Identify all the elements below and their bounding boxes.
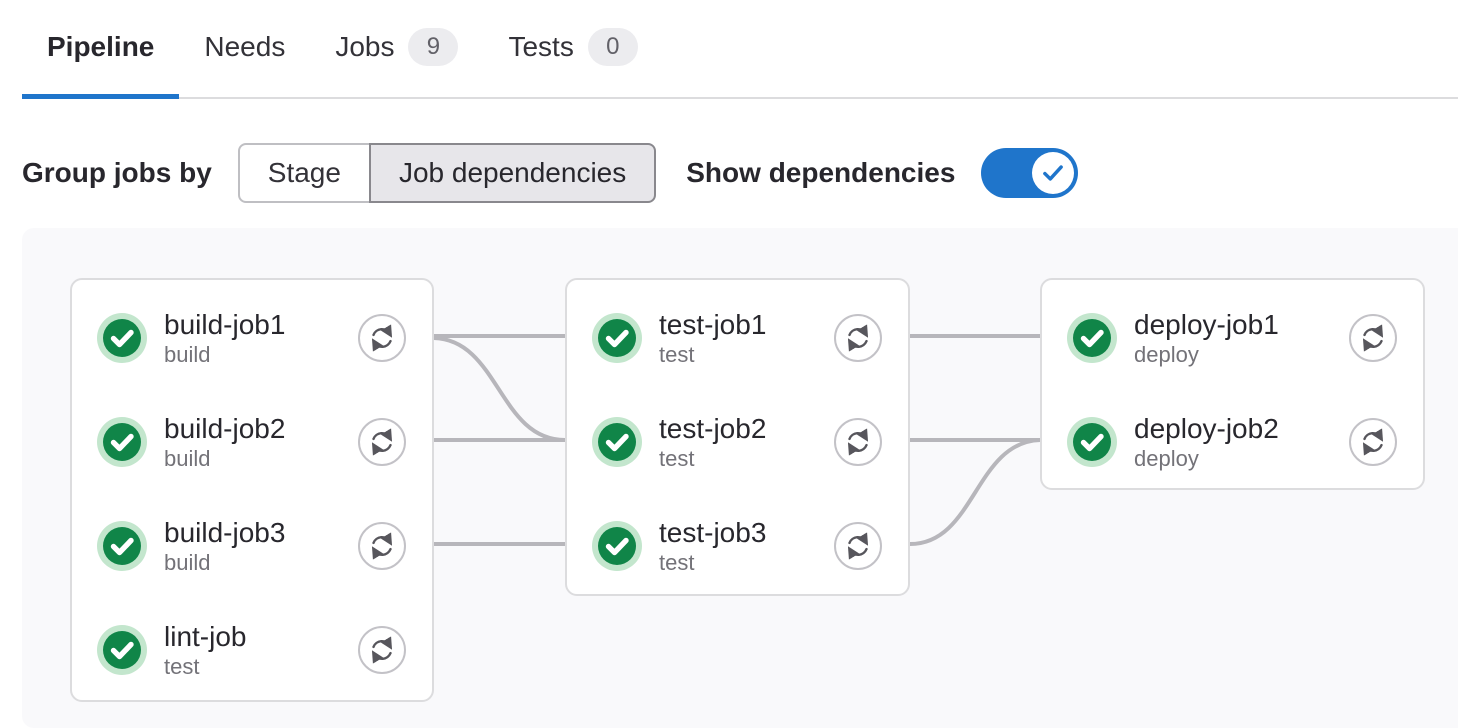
job-row: lint-job test	[72, 598, 432, 702]
job-stage: deploy	[1134, 446, 1199, 471]
job-link-test-job2[interactable]: test-job2 test	[592, 412, 834, 472]
job-row: build-job3 build	[72, 494, 432, 598]
job-name: test-job2	[659, 413, 767, 444]
job-stage: test	[659, 446, 695, 471]
tab-tests[interactable]: Tests 0	[483, 0, 662, 99]
job-stage: test	[164, 654, 200, 679]
job-stage: build	[164, 446, 211, 471]
group-by-job-dependencies-button[interactable]: Job dependencies	[368, 143, 657, 203]
job-link-build-job3[interactable]: build-job3 build	[97, 516, 358, 576]
graph-controls: Group jobs by Stage Job dependencies Sho…	[22, 143, 1079, 203]
job-stage: test	[659, 342, 695, 367]
retry-job-button[interactable]	[834, 522, 882, 570]
pipeline-graph-panel: build-job1 build build-job2 build	[22, 228, 1458, 728]
job-text: build-job2 build	[164, 412, 285, 472]
retry-icon	[842, 322, 874, 354]
job-link-lint-job[interactable]: lint-job test	[97, 620, 358, 680]
status-success-icon	[97, 417, 147, 467]
retry-job-button[interactable]	[1349, 314, 1397, 362]
retry-icon	[842, 426, 874, 458]
retry-icon	[1357, 426, 1389, 458]
job-row: test-job2 test	[567, 390, 908, 494]
job-group-card-deploy: deploy-job1 deploy deploy-job2 deploy	[1040, 278, 1425, 490]
show-dependencies-label: Show dependencies	[686, 157, 956, 188]
job-stage: build	[164, 550, 211, 575]
job-link-deploy-job1[interactable]: deploy-job1 deploy	[1067, 308, 1349, 368]
job-stage: deploy	[1134, 342, 1199, 367]
tab-jobs[interactable]: Jobs 9	[310, 0, 483, 99]
retry-job-button[interactable]	[358, 626, 406, 674]
job-text: build-job1 build	[164, 308, 285, 368]
job-name: test-job3	[659, 517, 767, 548]
job-name: lint-job	[164, 621, 247, 652]
status-success-icon	[97, 521, 147, 571]
retry-icon	[366, 634, 398, 666]
retry-job-button[interactable]	[358, 522, 406, 570]
job-text: test-job2 test	[659, 412, 766, 472]
retry-job-button[interactable]	[358, 314, 406, 362]
job-name: test-job1	[659, 309, 767, 340]
status-success-icon	[1067, 417, 1117, 467]
status-success-icon	[97, 313, 147, 363]
job-text: build-job3 build	[164, 516, 285, 576]
job-link-deploy-job2[interactable]: deploy-job2 deploy	[1067, 412, 1349, 472]
job-row: build-job2 build	[72, 390, 432, 494]
job-row: test-job3 test	[567, 494, 908, 598]
toggle-knob	[1032, 152, 1075, 194]
job-stage: test	[659, 550, 695, 575]
job-text: deploy-job1 deploy	[1134, 308, 1279, 368]
job-name: build-job3	[164, 517, 286, 548]
dependency-line	[909, 438, 1041, 546]
tab-tests-label: Tests	[508, 31, 574, 62]
status-success-icon	[592, 313, 642, 363]
job-link-test-job3[interactable]: test-job3 test	[592, 516, 834, 576]
job-name: build-job2	[164, 413, 286, 444]
retry-icon	[842, 530, 874, 562]
job-row: test-job1 test	[567, 286, 908, 390]
pipeline-tabs: Pipeline Needs Jobs 9 Tests 0	[22, 0, 1458, 99]
tests-count-badge: 0	[587, 28, 638, 66]
job-stage: build	[164, 342, 211, 367]
show-dependencies-toggle[interactable]	[981, 148, 1079, 198]
tab-pipeline[interactable]: Pipeline	[22, 0, 180, 99]
retry-icon	[366, 322, 398, 354]
jobs-count-badge: 9	[408, 28, 459, 66]
retry-icon	[366, 530, 398, 562]
job-text: test-job1 test	[659, 308, 766, 368]
tab-needs[interactable]: Needs	[179, 0, 310, 99]
group-by-stage-button[interactable]: Stage	[237, 143, 371, 203]
job-group-card-test: test-job1 test test-job2 test	[565, 278, 910, 596]
job-link-test-job1[interactable]: test-job1 test	[592, 308, 834, 368]
retry-icon	[366, 426, 398, 458]
retry-job-button[interactable]	[358, 418, 406, 466]
job-link-build-job2[interactable]: build-job2 build	[97, 412, 358, 472]
group-by-segmented-control: Stage Job dependencies	[237, 143, 657, 203]
retry-job-button[interactable]	[834, 418, 882, 466]
status-success-icon	[1067, 313, 1117, 363]
dependency-lines-svg	[433, 334, 1041, 546]
job-text: test-job3 test	[659, 516, 766, 576]
retry-job-button[interactable]	[1349, 418, 1397, 466]
job-name: build-job1	[164, 309, 286, 340]
dependency-line	[433, 336, 566, 442]
job-text: lint-job test	[164, 620, 246, 680]
job-group-card-build: build-job1 build build-job2 build	[70, 278, 434, 702]
job-link-build-job1[interactable]: build-job1 build	[97, 308, 358, 368]
tab-pipeline-label: Pipeline	[47, 31, 155, 62]
tab-needs-label: Needs	[204, 31, 286, 62]
status-success-icon	[592, 417, 642, 467]
job-name: deploy-job1	[1134, 309, 1279, 340]
job-name: deploy-job2	[1134, 413, 1279, 444]
job-text: deploy-job2 deploy	[1134, 412, 1279, 472]
job-row: deploy-job1 deploy	[1042, 286, 1423, 390]
status-success-icon	[592, 521, 642, 571]
status-success-icon	[97, 625, 147, 675]
group-jobs-by-label: Group jobs by	[22, 157, 212, 188]
job-row: deploy-job2 deploy	[1042, 390, 1423, 494]
retry-job-button[interactable]	[834, 314, 882, 362]
check-icon	[1043, 165, 1064, 181]
job-row: build-job1 build	[72, 286, 432, 390]
tab-jobs-label: Jobs	[335, 31, 395, 62]
retry-icon	[1357, 322, 1389, 354]
